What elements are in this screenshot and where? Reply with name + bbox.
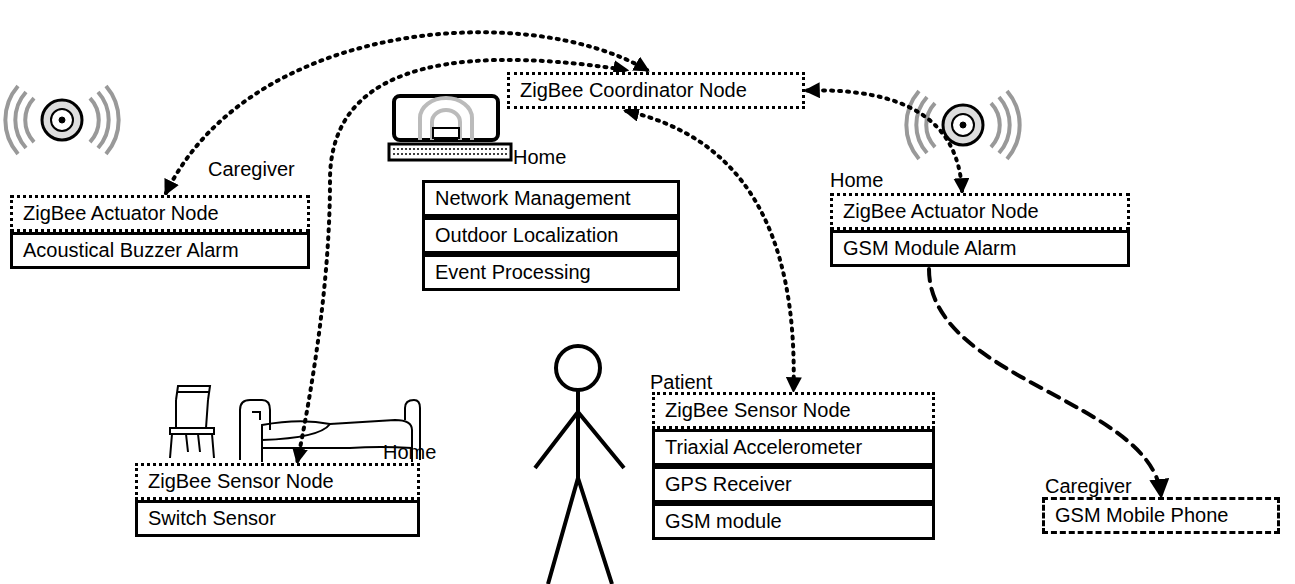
box-text: Event Processing	[435, 260, 667, 285]
module-box: GSM Module Alarm	[830, 230, 1130, 267]
zigbee-link	[807, 90, 962, 191]
module-box: GPS Receiver	[652, 466, 935, 503]
box-text: GSM Module Alarm	[843, 236, 1117, 261]
box-text: GSM module	[665, 509, 922, 534]
module-box: Outdoor Localization	[422, 217, 680, 254]
phone-box: GSM Mobile Phone	[1042, 497, 1280, 534]
module-box: Acoustical Buzzer Alarm	[10, 232, 310, 269]
box-text: Acoustical Buzzer Alarm	[23, 238, 297, 263]
owner-label: Patient	[650, 370, 712, 394]
box-text: Outdoor Localization	[435, 223, 667, 248]
location-label: Home	[383, 440, 436, 464]
computer-icon	[389, 96, 511, 160]
patient-figure	[535, 346, 624, 584]
zigbee-link	[166, 32, 647, 193]
buzzer-icon	[5, 86, 118, 154]
node-label-box: ZigBee Sensor Node	[652, 392, 935, 429]
node-label-box: ZigBee Actuator Node	[10, 195, 310, 232]
module-box: Switch Sensor	[135, 500, 420, 537]
node-label-box: ZigBee Coordinator Node	[507, 72, 805, 109]
box-text: ZigBee Actuator Node	[23, 201, 297, 226]
chair-icon	[170, 386, 214, 458]
box-text: Network Management	[435, 186, 667, 211]
box-text: Triaxial Accelerometer	[665, 435, 922, 460]
module-box: Network Management	[422, 180, 680, 217]
owner-label: Caregiver	[208, 157, 295, 181]
node-label-box: ZigBee Actuator Node	[830, 193, 1130, 230]
box-text: ZigBee Sensor Node	[665, 398, 922, 423]
box-text: ZigBee Sensor Node	[148, 469, 407, 494]
gsm-link	[929, 269, 1161, 495]
module-box: Event Processing	[422, 254, 680, 291]
module-box: GSM module	[652, 503, 935, 540]
owner-label: Caregiver	[1045, 474, 1132, 498]
location-label: Home	[830, 168, 883, 192]
box-text: Switch Sensor	[148, 506, 407, 531]
location-label: Home	[513, 145, 566, 169]
box-text: ZigBee Coordinator Node	[520, 78, 792, 103]
box-text: GSM Mobile Phone	[1055, 503, 1267, 528]
box-text: GPS Receiver	[665, 472, 922, 497]
module-box: Triaxial Accelerometer	[652, 429, 935, 466]
buzzer-icon	[906, 91, 1019, 159]
node-label-box: ZigBee Sensor Node	[135, 463, 420, 500]
box-text: ZigBee Actuator Node	[843, 199, 1117, 224]
